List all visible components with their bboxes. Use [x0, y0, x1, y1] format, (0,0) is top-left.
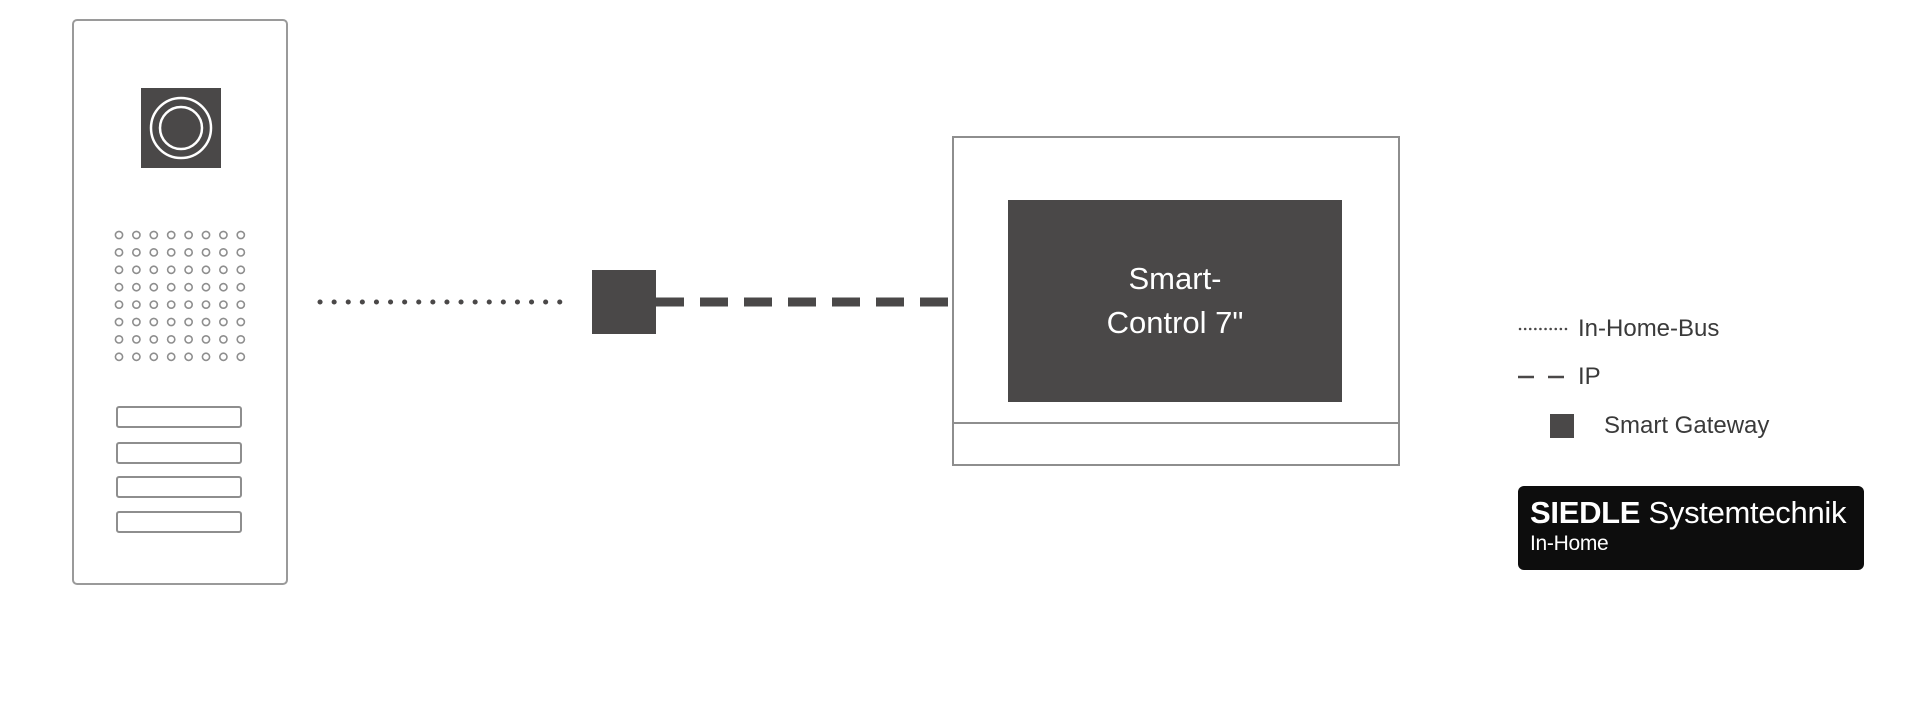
grille-hole: [114, 317, 124, 327]
call-button-1[interactable]: [116, 406, 242, 428]
dashed-line-icon: [1518, 362, 1578, 392]
grille-hole: [219, 300, 228, 309]
speaker-grille: [114, 230, 246, 362]
legend-item-smart-gateway: Smart Gateway: [1518, 411, 1769, 441]
grille-hole: [219, 230, 228, 240]
grille-hole: [114, 335, 124, 344]
grille-hole: [149, 265, 159, 275]
smart-gateway: [592, 270, 656, 334]
grille-hole: [149, 300, 159, 309]
grille-hole: [149, 352, 159, 362]
grille-hole: [131, 300, 141, 309]
smart-control-label-line1: Smart-: [1128, 261, 1222, 296]
device-divider: [952, 422, 1400, 424]
grille-hole: [149, 247, 159, 257]
grille-hole: [166, 282, 176, 292]
grille-hole: [201, 352, 211, 362]
grille-hole: [219, 247, 228, 257]
grille-hole: [236, 282, 246, 292]
grille-hole: [149, 230, 159, 240]
grille-hole: [184, 300, 193, 309]
square-icon: [1518, 411, 1604, 441]
grille-hole: [219, 352, 228, 362]
grille-hole: [184, 317, 193, 327]
grille-hole: [131, 230, 141, 240]
grille-hole: [149, 317, 159, 327]
legend-label: Smart Gateway: [1604, 412, 1770, 439]
grille-hole: [236, 335, 246, 344]
grille-hole: [184, 282, 193, 292]
grille-hole: [131, 352, 141, 362]
grille-hole: [236, 352, 246, 362]
grille-hole: [149, 282, 159, 292]
grille-hole: [184, 230, 193, 240]
grille-hole: [149, 335, 159, 344]
logo-sub: In-Home: [1530, 532, 1609, 555]
call-button-4[interactable]: [116, 511, 242, 533]
grille-hole: [201, 265, 211, 275]
grille-hole: [184, 335, 193, 344]
grille-hole: [236, 317, 246, 327]
grille-hole: [219, 282, 228, 292]
grille-hole: [219, 335, 228, 344]
siedle-logo: SIEDLE Systemtechnik In-Home: [1518, 486, 1864, 570]
legend-item-ip: IP: [1518, 362, 1601, 392]
grille-hole: [114, 247, 124, 257]
grille-hole: [114, 352, 124, 362]
grille-hole: [166, 265, 176, 275]
grille-hole: [114, 265, 124, 275]
grille-hole: [131, 317, 141, 327]
grille-hole: [114, 230, 124, 240]
grille-hole: [219, 317, 228, 327]
legend-item-in-home-bus: In-Home-Bus: [1518, 314, 1719, 344]
grille-hole: [201, 282, 211, 292]
grille-hole: [236, 247, 246, 257]
dotted-line-icon: [1518, 314, 1578, 344]
logo-name: Systemtechnik: [1648, 495, 1847, 530]
grille-hole: [114, 300, 124, 309]
smart-control-screen: Smart- Control 7": [1008, 200, 1342, 402]
grille-hole: [166, 335, 176, 344]
camera-lens-icon: [141, 88, 221, 168]
grille-hole: [236, 265, 246, 275]
grille-hole: [166, 317, 176, 327]
call-button-2[interactable]: [116, 442, 242, 464]
grille-hole: [219, 265, 228, 275]
grille-hole: [166, 352, 176, 362]
grille-hole: [201, 230, 211, 240]
grille-hole: [131, 247, 141, 257]
call-button-3[interactable]: [116, 476, 242, 498]
grille-hole: [184, 265, 193, 275]
logo-brand: SIEDLE: [1530, 495, 1641, 530]
grille-hole: [184, 247, 193, 257]
grille-hole: [201, 335, 211, 344]
grille-hole: [236, 300, 246, 309]
grille-hole: [201, 300, 211, 309]
legend-label: In-Home-Bus: [1578, 315, 1720, 342]
grille-hole: [131, 282, 141, 292]
grille-hole: [236, 230, 246, 240]
legend-label: IP: [1578, 363, 1601, 390]
grille-hole: [114, 282, 124, 292]
smart-control-label-line2: Control 7": [1106, 305, 1244, 340]
grille-hole: [201, 247, 211, 257]
grille-hole: [201, 317, 211, 327]
grille-hole: [166, 230, 176, 240]
grille-hole: [131, 265, 141, 275]
grille-hole: [166, 247, 176, 257]
grille-hole: [166, 300, 176, 309]
grille-hole: [184, 352, 193, 362]
grille-hole: [131, 335, 141, 344]
